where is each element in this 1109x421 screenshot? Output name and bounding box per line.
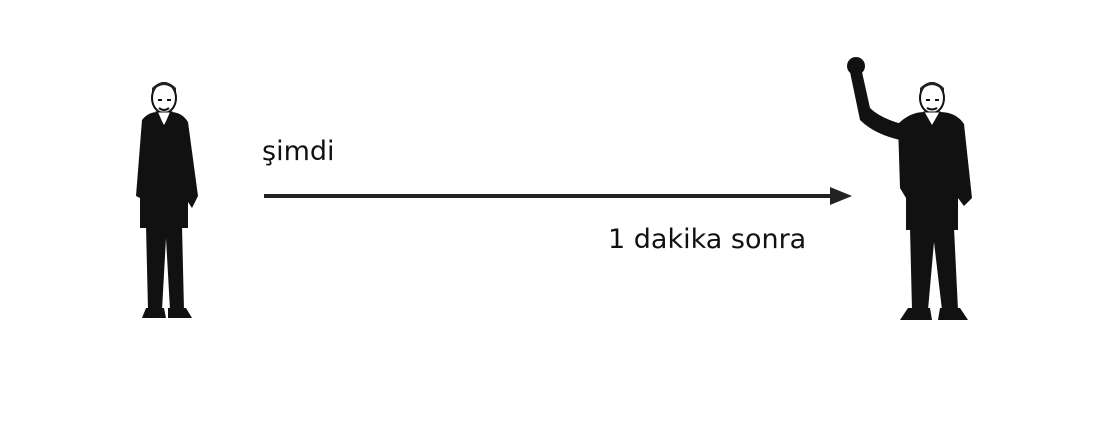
calm-man-figure xyxy=(128,78,218,324)
calm-man-silhouette xyxy=(136,82,198,318)
end-label: 1 dakika sonra xyxy=(608,224,807,255)
arrow-icon xyxy=(264,187,852,205)
triumphant-man-figure xyxy=(840,48,980,324)
time-arrow xyxy=(264,184,854,208)
fist-raised-silhouette xyxy=(847,57,972,320)
start-label: şimdi xyxy=(262,136,335,167)
